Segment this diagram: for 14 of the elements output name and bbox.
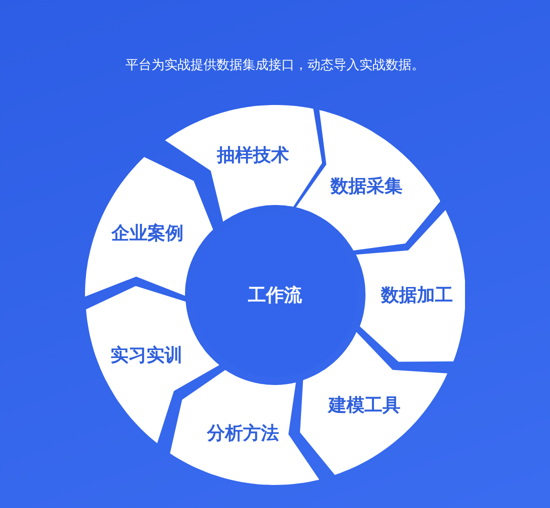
ring-segment [85,157,214,297]
ring-segment [170,370,320,485]
segment-label: 企业案例 [111,222,184,245]
segment-label: 抽样技术 [216,144,289,167]
ring-segment [356,210,465,362]
ring-segment [300,332,448,476]
title: 平台为实战提供数据集成接口，动态导入实战数据。 [126,58,424,73]
segment-label: 建模工具 [328,394,400,418]
segment-label: 实习实训 [110,344,182,367]
segment-label: 数据加工 [380,284,453,307]
ring-segment [296,110,440,251]
ring-segment [164,105,322,222]
segment-label: 分析方法 [207,422,280,446]
segment-label: 数据采集 [330,175,402,198]
